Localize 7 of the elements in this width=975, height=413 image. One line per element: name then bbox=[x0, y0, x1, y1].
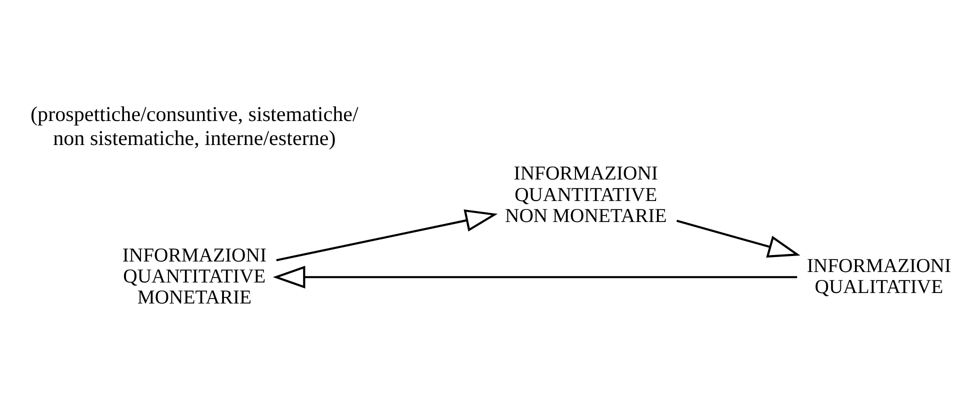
node-text: INFORMAZIONI QUANTITATIVE NON MONETARIE bbox=[505, 162, 667, 227]
arrow bbox=[676, 220, 800, 258]
node-text: INFORMAZIONI QUANTITATIVE MONETARIE bbox=[122, 244, 267, 308]
arrow bbox=[272, 266, 798, 288]
label: (prospettiche/consuntive, sistematiche/ non sistematiche, interne/esterne) bbox=[30, 102, 358, 150]
arrow bbox=[276, 209, 498, 262]
node-text: INFORMAZIONI QUALITATIVE bbox=[806, 254, 952, 298]
